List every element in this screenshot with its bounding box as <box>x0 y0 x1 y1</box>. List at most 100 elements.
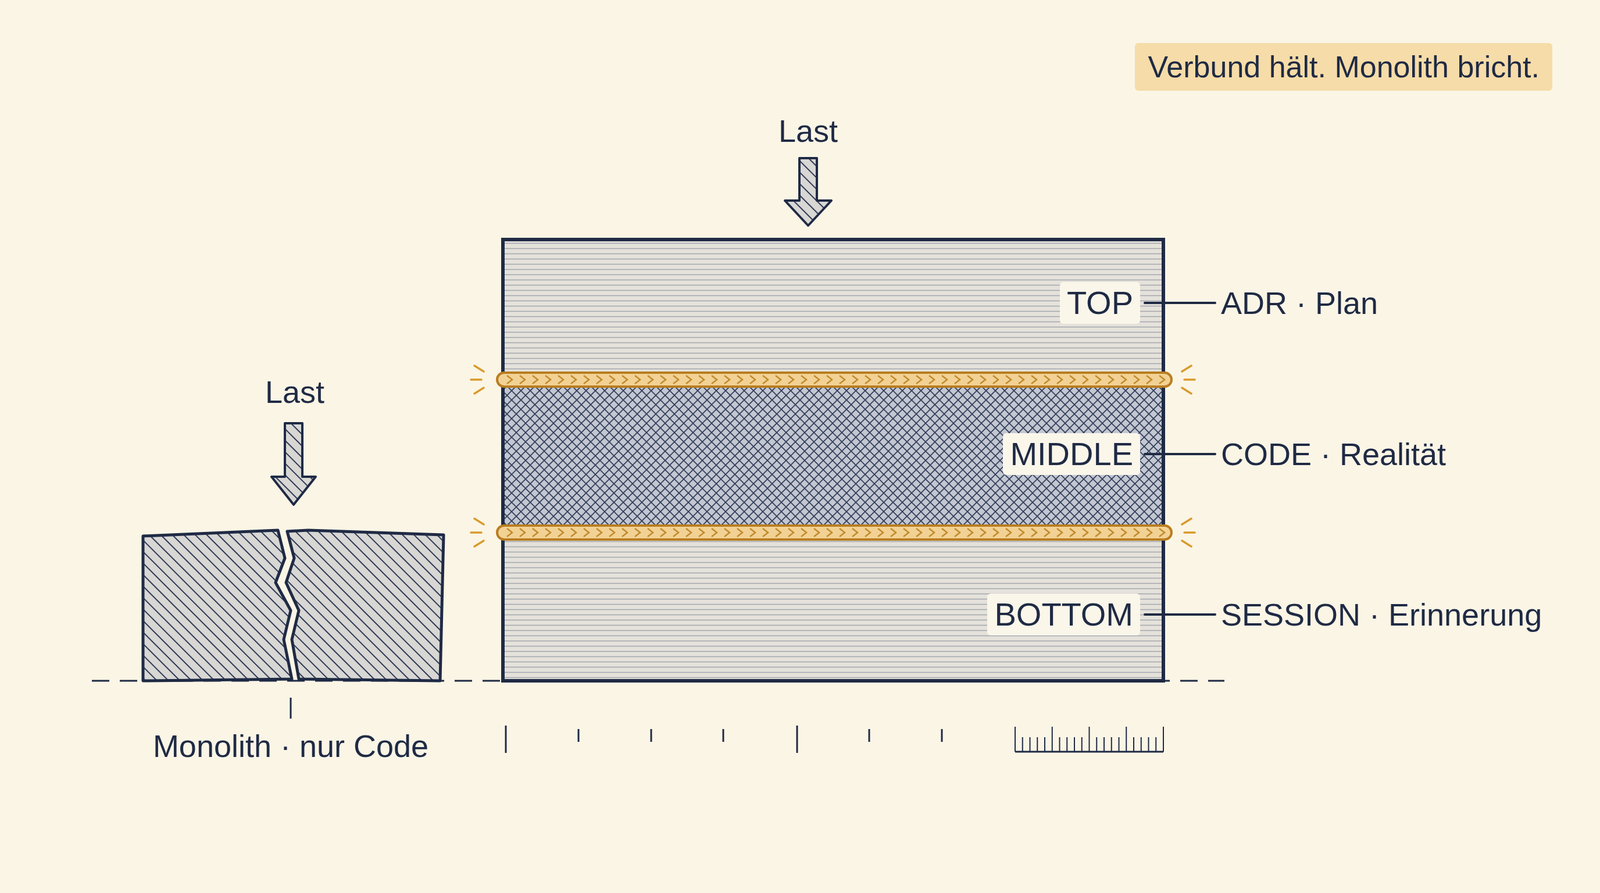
tick <box>722 729 725 742</box>
layer-band: TOP <box>502 239 1164 380</box>
ruler-tick <box>1044 737 1046 752</box>
rope-strand <box>596 528 602 537</box>
layer-meaning: SESSION · Erinnerung <box>1220 596 1542 633</box>
leader-lines <box>1144 302 1216 615</box>
ruler-tick <box>1155 737 1157 752</box>
glow-mark <box>470 378 482 381</box>
monolith-left <box>143 530 292 681</box>
rope-strand <box>967 375 973 384</box>
glow-mark <box>1181 365 1192 372</box>
load-arrow <box>784 158 832 226</box>
glow-mark <box>1181 387 1192 394</box>
ruler-tick <box>1125 726 1127 752</box>
tick <box>577 729 580 742</box>
annotation: Last <box>778 112 838 149</box>
ruler-tick <box>1118 737 1120 752</box>
rope-strand <box>877 528 884 537</box>
rope-strand <box>813 528 820 537</box>
layer-meaning: ADR · Plan <box>1220 284 1378 321</box>
rope-strand <box>941 528 948 537</box>
rope-strand <box>1120 375 1127 384</box>
rope-strand <box>1031 375 1037 384</box>
tick <box>941 729 944 742</box>
layer-label: TOP <box>1059 281 1141 324</box>
ruler-tick <box>1073 737 1075 752</box>
rope-strand <box>1146 528 1152 537</box>
ruler-tick <box>1022 737 1024 752</box>
rope-strand <box>916 375 922 384</box>
rope-strand <box>583 528 589 537</box>
rope-strand <box>532 528 538 537</box>
rope-strand <box>1120 528 1127 537</box>
rope-strand <box>724 375 730 384</box>
rope-strand <box>929 375 935 384</box>
annotation: Last <box>265 373 325 410</box>
glow-mark <box>470 531 482 534</box>
rope-strand <box>762 528 769 537</box>
ruler-tick <box>1095 737 1098 752</box>
rope-strand <box>916 528 922 537</box>
load-arrow <box>271 423 316 505</box>
ruler-tick <box>1036 737 1038 752</box>
leader-line <box>1144 613 1216 616</box>
layer-band: MIDDLE <box>502 379 1164 533</box>
rope-strand <box>686 375 692 384</box>
leader-line <box>1144 301 1216 305</box>
tick <box>796 725 799 753</box>
ruler-tick <box>1059 737 1061 752</box>
rope-strand <box>865 375 871 384</box>
ruler-tick <box>1133 737 1135 752</box>
rope-strand <box>839 375 845 384</box>
rope-strand <box>558 528 564 537</box>
rope-strand <box>980 375 986 384</box>
rope-strand <box>1082 375 1088 384</box>
tick <box>290 697 292 719</box>
rope-strand <box>647 528 653 537</box>
rope-strand <box>1044 375 1050 384</box>
layer-label: BOTTOM <box>987 593 1141 636</box>
rope-strand <box>558 375 564 384</box>
rope-strand <box>1159 528 1165 537</box>
rope-strand <box>686 528 692 537</box>
rope-strand <box>1069 528 1075 537</box>
scale-ticks <box>505 725 1164 753</box>
leader-line <box>1144 452 1216 456</box>
rope-strand <box>954 528 960 537</box>
rope-strand <box>775 528 781 537</box>
ruler-tick <box>1111 737 1113 752</box>
rope-strand <box>583 375 589 384</box>
rope-strand <box>1056 375 1063 384</box>
ruler-tick <box>1014 726 1016 752</box>
glow-mark <box>1181 518 1192 525</box>
rope-strand <box>750 528 756 537</box>
glow-mark <box>1181 540 1192 547</box>
rope-strand <box>519 375 525 384</box>
rope-strand <box>1031 528 1037 537</box>
rope-strand <box>801 375 807 384</box>
rope-strand <box>634 528 641 537</box>
rope-strand <box>865 528 871 537</box>
rope-strand <box>737 528 743 537</box>
layer-label: MIDDLE <box>1002 433 1141 475</box>
glow-mark <box>474 387 484 394</box>
ruler-tick <box>1148 737 1150 752</box>
rope-strand <box>711 528 717 537</box>
rope-strand <box>903 528 909 537</box>
tick <box>868 729 871 742</box>
rope-strand <box>890 375 896 384</box>
rope-strand <box>622 528 628 537</box>
rope-strand <box>506 528 513 537</box>
layer-meaning: CODE · Realität <box>1220 436 1446 473</box>
rope-strand <box>1108 528 1114 537</box>
ruler-tick <box>1162 726 1164 752</box>
rope-strand <box>1056 528 1063 537</box>
rope-strand <box>673 375 679 384</box>
rope-strand <box>877 375 884 384</box>
rope-strand <box>609 375 615 384</box>
ruler-tick <box>1103 737 1105 752</box>
title-note: Verbund hält. Monolith bricht. <box>1134 43 1553 91</box>
rope-strand <box>1044 528 1050 537</box>
rope-strand <box>724 528 730 537</box>
rope-strand <box>1133 375 1139 384</box>
